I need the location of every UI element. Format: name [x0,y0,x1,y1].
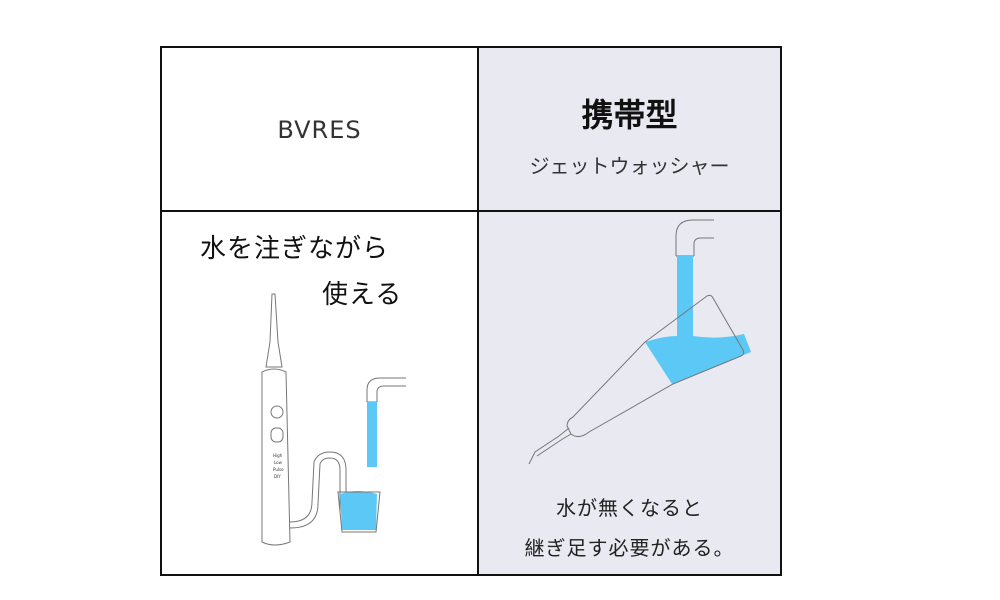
header-left-cell: BVRES [162,48,479,212]
left-caption-line1: 水を注ぎながら [200,234,390,264]
product-type-title: 携帯型 [581,96,678,134]
comparison-table: BVRES 携帯型 ジェットウォッシャー 水を注ぎながら 使える [160,46,782,576]
button-label-pulse: Pulse [273,467,284,472]
right-caption-line2: 継ぎ足す必要がある。 [524,536,735,560]
water-stream [677,256,693,336]
cup-water [340,491,377,530]
button-label-diy: DIY [274,474,281,479]
button-label-high: High [273,453,283,458]
portable-flosser-refill-illustration [528,219,751,465]
water-flosser-with-tube-illustration: High Low Pulse DIY [261,293,406,546]
right-caption-line1: 水が無くなると [556,496,703,520]
water-stream [367,402,377,467]
brand-name: BVRES [277,116,362,144]
left-caption-line2: 使える [322,280,403,310]
button-label-low: Low [274,460,283,465]
right-feature-cell: 水が無くなると 継ぎ足す必要がある。 [479,212,780,574]
product-type-subtitle: ジェットウォッシャー [529,154,730,178]
left-feature-cell: 水を注ぎながら 使える High Low [162,212,479,574]
tank-water [645,334,751,384]
cup [337,491,381,533]
header-right-cell: 携帯型 ジェットウォッシャー [479,48,780,212]
